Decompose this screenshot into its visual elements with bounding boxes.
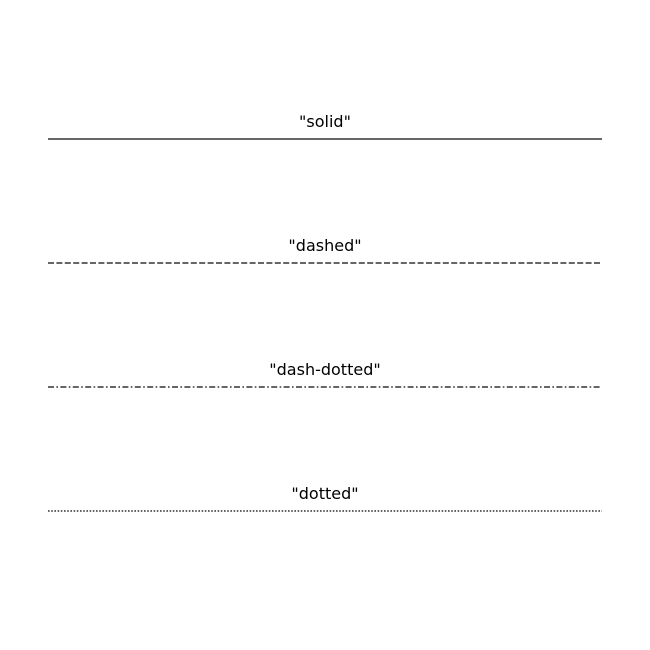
dash-dotted-style-label: "dash-dotted" [269,360,381,379]
dotted-style-label: "dotted" [291,484,359,503]
dashed-style-label: "dashed" [288,236,362,255]
solid-style-label: "solid" [299,112,351,131]
